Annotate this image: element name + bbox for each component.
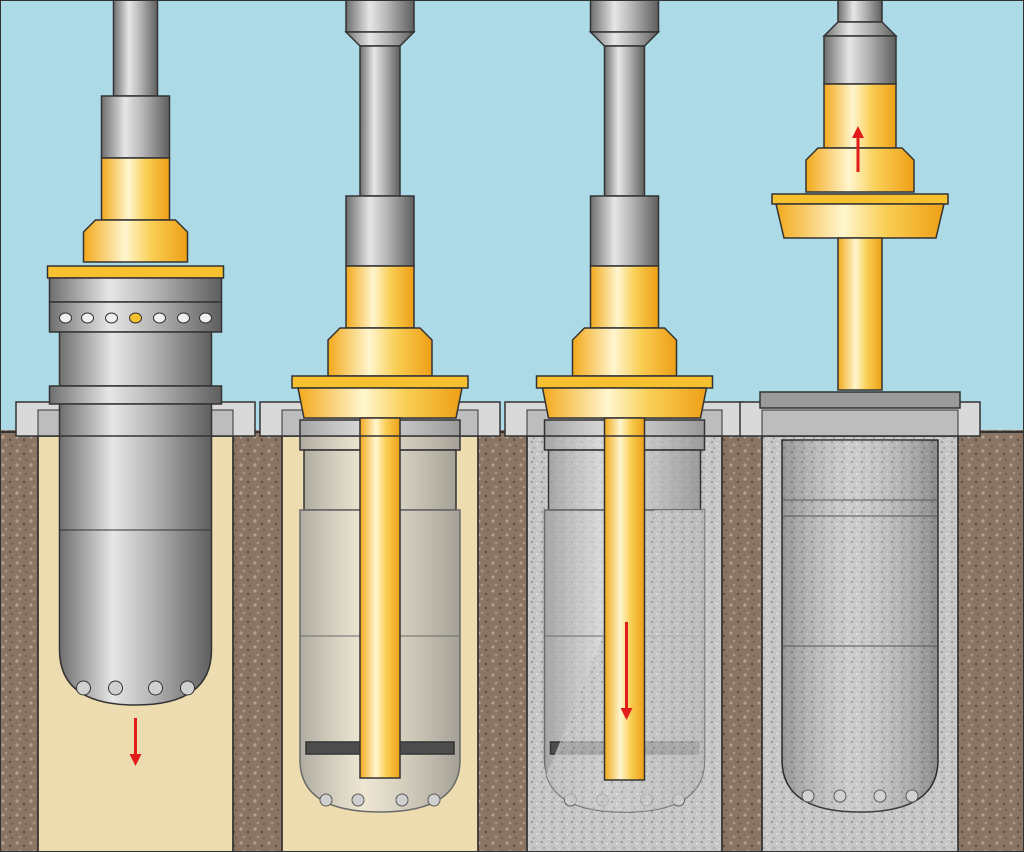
canister-base-hole xyxy=(180,680,195,696)
stage-4-hoist-coupling xyxy=(823,35,897,85)
stage-2-canister-base-hole xyxy=(427,793,441,807)
grout-lance xyxy=(603,417,646,781)
stage-4-canister-shading xyxy=(782,440,938,812)
canister-vent-hole xyxy=(153,312,166,324)
stage-2-equipment xyxy=(291,0,469,813)
stage-1-equipment xyxy=(46,0,225,766)
canister-base-hole xyxy=(148,680,163,696)
stage-4-grapple-shaft xyxy=(823,83,897,149)
stage-2-canister-base-hole xyxy=(351,793,365,807)
stage-2-grapple-head xyxy=(327,327,433,377)
canister-vent-hole xyxy=(199,312,212,324)
stage-2-hoist-top xyxy=(345,0,415,33)
canister-lid xyxy=(48,277,223,303)
stage-4-hoist-rod xyxy=(837,0,883,23)
stage-4-equipment xyxy=(759,0,961,813)
canister-vent-hole xyxy=(129,312,142,324)
canister-shoulder-ring xyxy=(48,385,223,405)
canister-vent-hole xyxy=(105,312,118,324)
stage-3-lid-seat xyxy=(541,387,708,419)
stage-4-grapple-flange xyxy=(771,193,949,205)
grout-lance xyxy=(359,417,401,779)
canister-base-hole xyxy=(76,680,91,696)
stage-2-hoist-rod xyxy=(359,45,401,197)
stage-3-hoist-rod xyxy=(603,45,646,197)
stage-2-canister-base-hole xyxy=(395,793,409,807)
stage-4-lid-seat xyxy=(775,203,945,239)
canister-vent-hole xyxy=(177,312,190,324)
stage-3-equipment xyxy=(535,0,714,813)
stage-2-hoist-coupling xyxy=(345,195,415,267)
canister-body xyxy=(58,403,213,706)
stage-3-hoist-top xyxy=(589,0,660,33)
stage-4-lid-plate xyxy=(759,391,961,409)
stage-4-canister-base-hole xyxy=(873,789,887,803)
hoist-coupling xyxy=(100,95,171,159)
stage-2-grapple-flange xyxy=(291,375,469,389)
borehole-collar-inner xyxy=(761,409,959,437)
stage-4-canister-base-hole xyxy=(833,789,847,803)
borehole-outline xyxy=(761,435,959,852)
stage-4-canister-base-hole xyxy=(905,789,919,803)
stage-2-lid-seat xyxy=(297,387,463,419)
canister-base-hole xyxy=(108,680,123,696)
borehole-outline xyxy=(37,435,234,852)
canister-vent-hole xyxy=(59,312,72,324)
stage-4-grapple-head xyxy=(805,147,915,193)
stage-3-grapple-flange xyxy=(535,375,714,389)
stage-3-grapple-head xyxy=(571,327,678,377)
hoist-cable-rod xyxy=(112,0,159,97)
grapple-shaft xyxy=(100,157,171,221)
borehole-outline xyxy=(281,435,479,852)
canister-vent-hole xyxy=(81,312,94,324)
grapple-flange xyxy=(46,265,225,279)
stage-4-grout-lance xyxy=(837,237,883,391)
stage-4-canister-base-hole xyxy=(801,789,815,803)
borehole-outline xyxy=(526,435,723,852)
stage-2-canister-base-hole xyxy=(319,793,333,807)
stage-2-grapple-shaft xyxy=(345,265,415,329)
stage-3-hoist-coupling xyxy=(589,195,660,267)
grapple-head xyxy=(82,219,189,263)
stage-3-grapple-shaft xyxy=(589,265,660,329)
canister-neck xyxy=(58,331,213,387)
